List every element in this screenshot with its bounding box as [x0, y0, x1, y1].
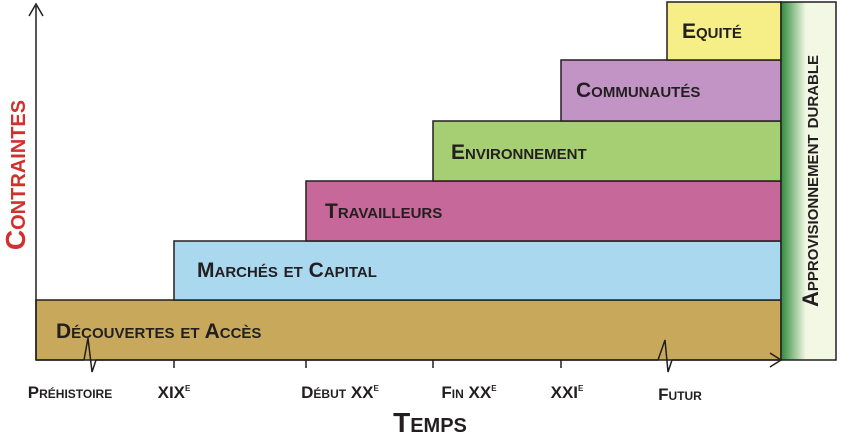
x-axis-title: Temps: [393, 407, 467, 438]
layer-marches-capital: Marchés et Capital: [173, 240, 782, 301]
y-axis-arrow-icon: [28, 2, 44, 17]
x-axis-break-icon: [83, 337, 97, 373]
layer-equite: Equité: [666, 1, 782, 61]
x-axis: [36, 337, 783, 373]
x-axis-break-icon: [657, 339, 673, 373]
layer-environnement: Environnement: [432, 120, 782, 182]
sustainable-sourcing-bar: Approvisionnement durable: [780, 1, 837, 361]
timeline-label-prehistoire: Préhistoire: [28, 383, 112, 402]
layer-travailleurs-label: Travailleurs: [325, 200, 442, 223]
sustainable-sourcing-label: Approvisionnement durable: [798, 55, 823, 307]
layer-travailleurs: Travailleurs: [305, 180, 782, 242]
layer-decouvertes: Découvertes et Accès: [35, 299, 782, 361]
y-axis-title: Contraintes: [0, 100, 31, 250]
y-axis: [28, 2, 44, 360]
x-axis-arrow-icon: [769, 352, 783, 368]
layer-communautes: Communautés: [560, 59, 782, 122]
layer-equite-label: Equité: [682, 20, 742, 43]
timeline-label-debut-xx: Début XXe: [301, 380, 379, 402]
timeline-label-futur: Futur: [658, 385, 702, 404]
layer-marches-capital-label: Marchés et Capital: [197, 259, 377, 282]
layer-decouvertes-label: Découvertes et Accès: [56, 320, 261, 343]
timeline-label-xxi: XXIe: [551, 380, 584, 402]
layer-environnement-label: Environnement: [451, 141, 587, 164]
timeline-label-fin-xx: Fin XXe: [441, 380, 497, 402]
timeline-labels: Préhistoire XIXe Début XXe Fin XXe XXIe …: [28, 380, 702, 404]
timeline-label-xix: XIXe: [158, 380, 191, 402]
layer-communautes-label: Communautés: [576, 79, 700, 102]
